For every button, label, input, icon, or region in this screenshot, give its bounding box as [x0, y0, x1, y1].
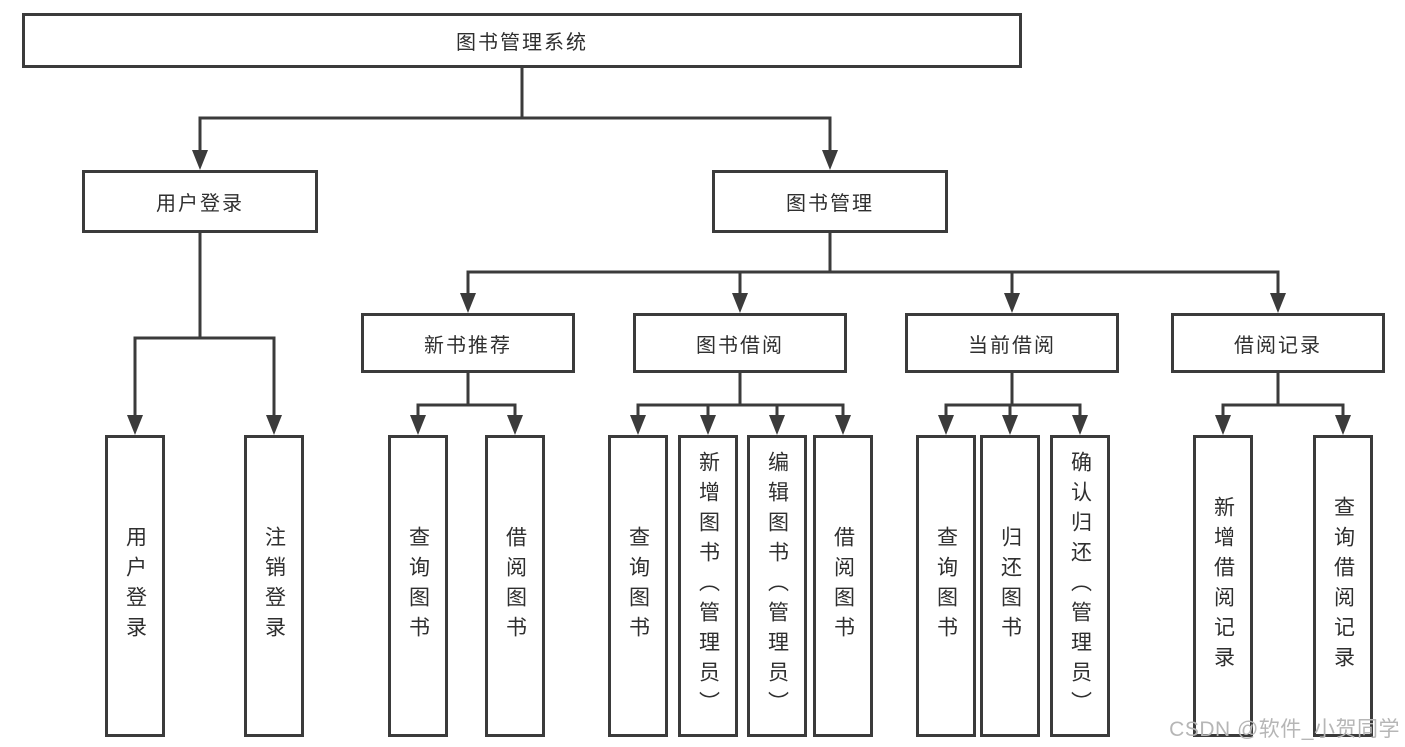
leaf-user-login: 用户登录	[105, 435, 165, 737]
leaf-add-book-admin: 新增图书（管理员）	[678, 435, 738, 737]
leaf-edit-book-admin: 编辑图书（管理员）	[747, 435, 807, 737]
node-book-management-label: 图书管理	[786, 193, 874, 215]
node-user-login-label: 用户登录	[156, 193, 244, 215]
leaf-query-books-borrow: 查询图书	[608, 435, 668, 737]
leaf-query-books-recommend: 查询图书	[388, 435, 448, 737]
node-book-borrow-label: 图书借阅	[696, 334, 784, 357]
node-book-borrow: 图书借阅	[633, 313, 847, 373]
node-book-management: 图书管理	[712, 170, 948, 233]
leaf-add-borrow-record: 新增借阅记录	[1193, 435, 1253, 737]
node-user-login: 用户登录	[82, 170, 318, 233]
node-borrow-records-label: 借阅记录	[1234, 334, 1322, 357]
node-library-system: 图书管理系统	[22, 13, 1022, 68]
node-borrow-records: 借阅记录	[1171, 313, 1385, 373]
node-new-book-recommend-label: 新书推荐	[424, 334, 512, 357]
node-current-borrow: 当前借阅	[905, 313, 1119, 373]
leaf-query-books-current: 查询图书	[916, 435, 976, 737]
node-new-book-recommend: 新书推荐	[361, 313, 575, 373]
leaf-return-book: 归还图书	[980, 435, 1040, 737]
leaf-confirm-return-admin: 确认归还（管理员）	[1050, 435, 1110, 737]
csdn-watermark: CSDN @软件_小贺同学	[1169, 718, 1400, 741]
node-current-borrow-label: 当前借阅	[968, 334, 1056, 357]
leaf-query-borrow-record: 查询借阅记录	[1313, 435, 1373, 737]
node-library-system-label: 图书管理系统	[456, 32, 588, 54]
leaf-borrow-books: 借阅图书	[813, 435, 873, 737]
leaf-logout: 注销登录	[244, 435, 304, 737]
leaf-borrow-books-recommend: 借阅图书	[485, 435, 545, 737]
